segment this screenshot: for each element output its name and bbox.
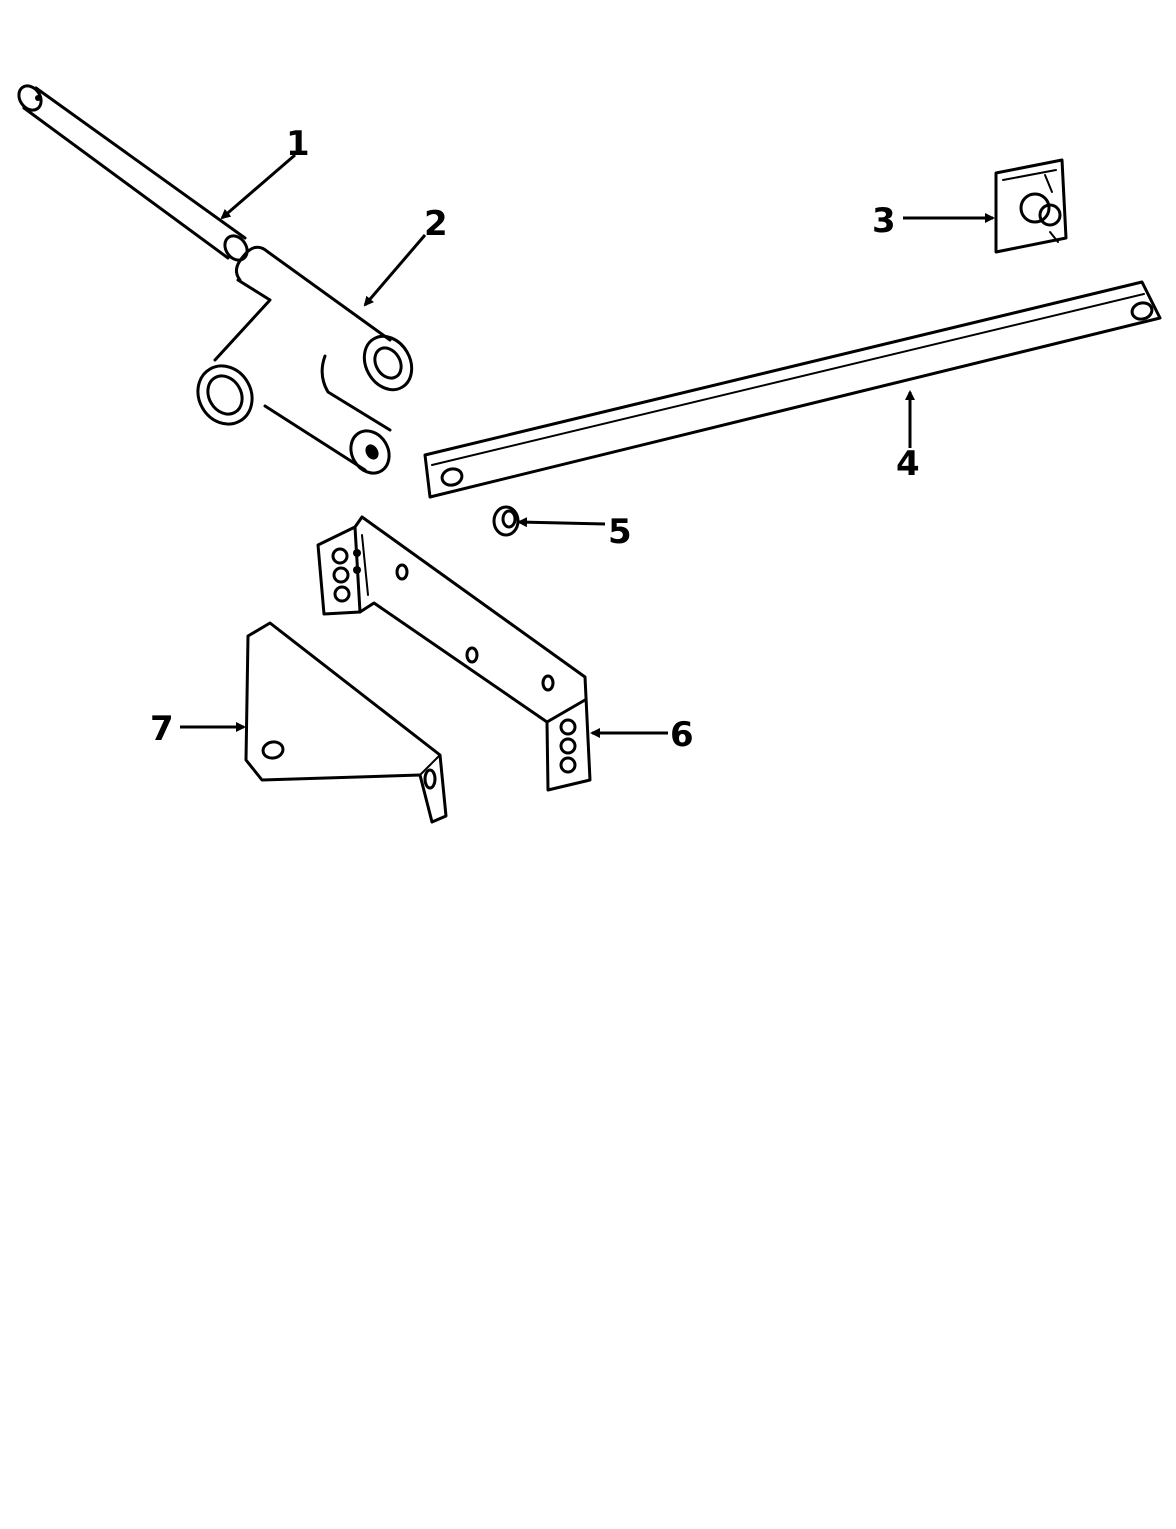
- part-3-plate-with-stud: [996, 160, 1066, 252]
- part-1-rod: [14, 82, 251, 265]
- callout-1: 1: [286, 124, 310, 164]
- part-7-angle-bracket: [246, 623, 446, 822]
- part-4-flat-bar: [425, 282, 1160, 497]
- part-6-channel-bracket: [318, 517, 590, 790]
- callout-3: 3: [872, 201, 896, 241]
- callout-2: 2: [424, 204, 448, 244]
- part-5-bushing: [494, 507, 518, 535]
- callout-5: 5: [608, 512, 632, 552]
- callout-7: 7: [150, 709, 174, 749]
- callout-4: 4: [896, 444, 920, 484]
- leader-1: [222, 155, 295, 218]
- leader-2: [365, 235, 425, 305]
- leader-5: [519, 522, 605, 524]
- callout-6: 6: [670, 715, 694, 755]
